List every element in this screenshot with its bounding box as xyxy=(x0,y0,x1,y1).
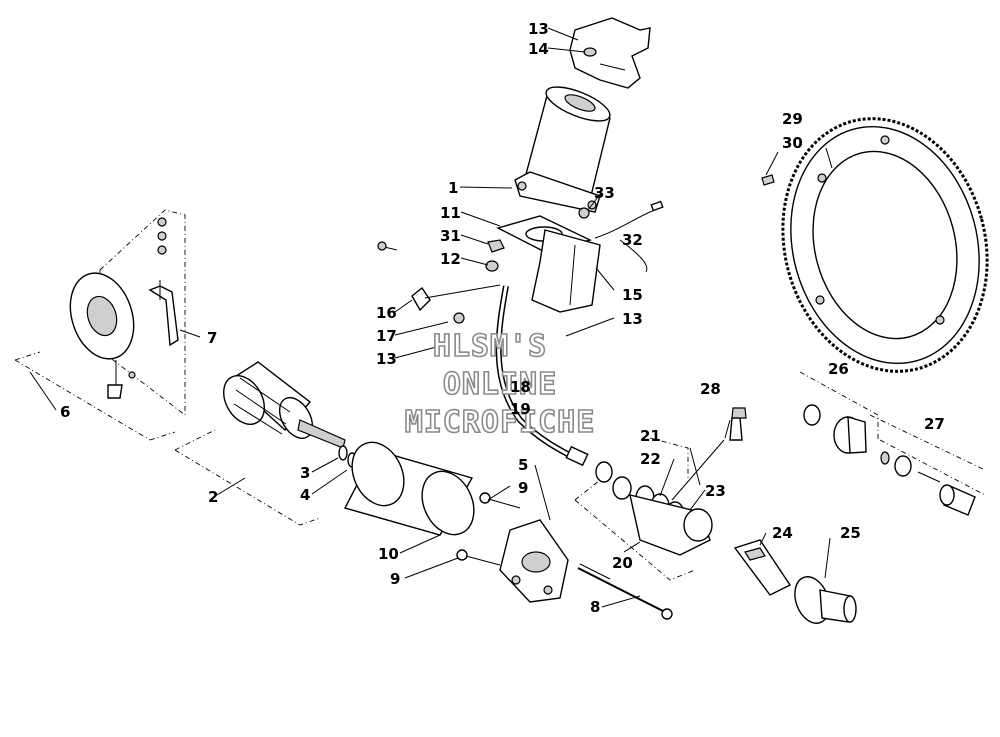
callout-13-left: 13 xyxy=(376,350,397,368)
group-line-21 xyxy=(649,437,689,480)
group-line-27 xyxy=(869,414,986,496)
yoke-frame xyxy=(343,441,475,536)
brush-holder-plate xyxy=(69,209,186,416)
watermark-line-2: ONLINE xyxy=(443,367,557,402)
callout-21: 21 xyxy=(640,427,661,445)
drive-end-housing xyxy=(595,461,713,556)
callout-22: 22 xyxy=(640,450,661,468)
callout-14: 14 xyxy=(528,40,549,58)
callout-4: 4 xyxy=(300,486,310,504)
callout-13-top: 13 xyxy=(528,20,549,38)
callout-31: 31 xyxy=(440,227,461,245)
overrunning-clutch xyxy=(794,576,857,624)
callout-28: 28 xyxy=(700,380,721,398)
through-bolt xyxy=(577,563,673,620)
mounting-bracket xyxy=(569,17,651,89)
callout-19: 19 xyxy=(510,400,531,418)
watermark-line-1: HLSM'S xyxy=(433,329,547,364)
callout-8: 8 xyxy=(590,598,600,616)
callout-30: 30 xyxy=(782,134,803,152)
housing-bolt xyxy=(724,407,747,441)
pinion-gear-assembly xyxy=(803,404,976,516)
starter-cable xyxy=(578,200,664,239)
vent-tube xyxy=(495,285,589,467)
callout-26: 26 xyxy=(828,360,849,378)
callout-33: 33 xyxy=(594,184,615,202)
callout-12: 12 xyxy=(440,250,461,268)
callout-24: 24 xyxy=(772,524,793,542)
callout-29: 29 xyxy=(782,110,803,128)
callout-16: 16 xyxy=(376,304,397,322)
pinion-shaft xyxy=(733,539,792,596)
callout-5: 5 xyxy=(518,456,528,474)
callout-13-right: 13 xyxy=(622,310,643,328)
group-line-2 xyxy=(174,429,321,526)
callout-6: 6 xyxy=(60,403,70,421)
callout-17: 17 xyxy=(376,327,397,345)
callout-1: 1 xyxy=(448,179,458,197)
callout-18: 18 xyxy=(510,378,531,396)
armature xyxy=(223,361,346,449)
callout-9-upper: 9 xyxy=(518,479,528,497)
callout-labels: 13 14 1 11 31 12 33 32 15 13 16 17 13 7 … xyxy=(60,20,945,616)
callout-15: 15 xyxy=(622,286,643,304)
drive-housing xyxy=(496,215,601,313)
callout-25: 25 xyxy=(840,524,861,542)
watermark: HLSM'S ONLINE MICROFICHE xyxy=(404,328,596,441)
callout-3: 3 xyxy=(300,464,310,482)
ring-gear xyxy=(761,117,989,373)
nut-and-washer xyxy=(485,239,505,272)
callout-20: 20 xyxy=(612,554,633,572)
callout-9-lower: 9 xyxy=(390,570,400,588)
leader-lines xyxy=(29,27,833,608)
group-line-20 xyxy=(574,479,696,581)
callout-10: 10 xyxy=(378,545,399,563)
group-line-6 xyxy=(14,351,176,441)
end-cover xyxy=(456,492,569,603)
cable-clamp xyxy=(377,241,501,324)
callout-23: 23 xyxy=(705,482,726,500)
callout-11: 11 xyxy=(440,204,461,222)
callout-32: 32 xyxy=(622,231,643,249)
callout-7: 7 xyxy=(207,329,217,347)
callout-27: 27 xyxy=(924,415,945,433)
watermark-line-3: MICROFICHE xyxy=(405,405,596,440)
shaft-washers xyxy=(338,445,357,468)
callout-2: 2 xyxy=(208,488,218,506)
